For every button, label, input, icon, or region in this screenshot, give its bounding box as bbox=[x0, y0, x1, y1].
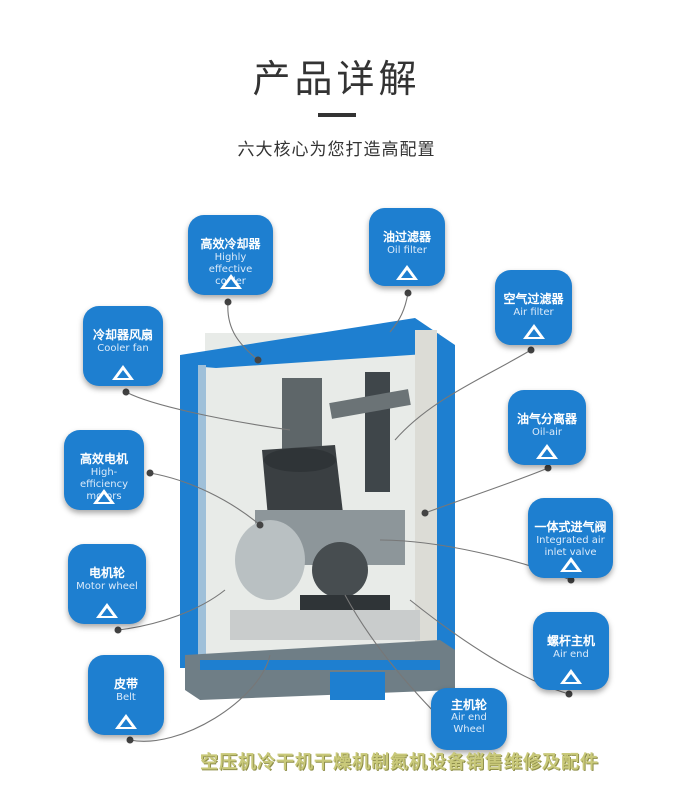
badge-air-end-zh: 螺杆主机 bbox=[546, 634, 595, 648]
badge-air-end-en: Air end bbox=[553, 649, 589, 660]
badge-inlet-valve-zh: 一体式进气阀 bbox=[534, 520, 607, 534]
oil-filter-body bbox=[365, 372, 390, 492]
leader-belt bbox=[129, 654, 271, 742]
badge-oil-filter-en: Oil filter bbox=[387, 245, 427, 256]
page-subtitle: 六大核心为您打造高配置 bbox=[237, 140, 436, 160]
badge-oil-filter: 油过滤器 Oil filter bbox=[369, 208, 445, 286]
badge-motor-zh: 高效电机 bbox=[79, 452, 128, 466]
badge-air-end: 螺杆主机 Air end bbox=[533, 612, 609, 690]
watermark-text: 空压机冷干机干燥机制氮机设备销售维修及配件 bbox=[200, 752, 599, 773]
leader-oil-filter bbox=[389, 292, 409, 333]
cabinet-right-panel bbox=[415, 330, 437, 650]
cabinet-right-post bbox=[437, 345, 455, 650]
page-title: 产品详解 bbox=[252, 57, 421, 101]
inlet-pipe bbox=[329, 389, 411, 419]
badge-oil-air-zh: 油气分离器 bbox=[516, 412, 577, 426]
title-underline bbox=[318, 113, 356, 117]
badge-cooler: 高效冷却器 Highly effective cooler bbox=[188, 215, 273, 295]
cabinet-top-frame bbox=[180, 318, 455, 368]
air-end-wheel-shape bbox=[312, 542, 368, 598]
separator-tank bbox=[282, 378, 322, 453]
badge-air-filter-en: Air filter bbox=[513, 307, 554, 318]
badge-air-filter-zh: 空气过滤器 bbox=[503, 292, 564, 306]
badge-cooler-fan: 冷却器风扇 Cooler fan bbox=[83, 306, 163, 386]
badge-air-filter: 空气过滤器 Air filter bbox=[495, 270, 572, 345]
badge-belt: 皮带 Belt bbox=[88, 655, 164, 735]
badge-inlet-valve: 一体式进气阀 Integrated air inlet valve bbox=[528, 498, 613, 578]
cabinet-left-post bbox=[180, 356, 198, 668]
cabinet-left-inner bbox=[198, 365, 206, 665]
badge-motor-wheel-zh: 电机轮 bbox=[88, 566, 125, 580]
badge-motor-wheel: 电机轮 Motor wheel bbox=[68, 544, 146, 624]
fan-ring bbox=[264, 448, 336, 472]
badge-belt-zh: 皮带 bbox=[113, 677, 138, 691]
badge-cooler-fan-en: Cooler fan bbox=[97, 343, 149, 354]
badge-air-end-wheel-en: Air end Wheel bbox=[451, 712, 487, 735]
badge-oil-air: 油气分离器 Oil-air bbox=[508, 390, 586, 465]
badge-inlet-valve-en: Integrated air inlet valve bbox=[536, 535, 605, 558]
leader-motor bbox=[149, 472, 261, 526]
badge-motor-wheel-en: Motor wheel bbox=[76, 581, 138, 592]
motor-wheel-shape bbox=[235, 520, 305, 600]
leader-air-filter bbox=[394, 349, 532, 441]
badge-cooler-zh: 高效冷却器 bbox=[200, 237, 261, 251]
cabinet-base-strip bbox=[200, 660, 440, 670]
badge-motor: 高效电机 High-efficiency motors bbox=[64, 430, 144, 510]
badge-oil-air-en: Oil-air bbox=[531, 427, 563, 438]
badge-oil-filter-zh: 油过滤器 bbox=[382, 230, 431, 244]
leader-cooler bbox=[227, 301, 259, 361]
badge-belt-en: Belt bbox=[116, 692, 136, 703]
mounting-frame bbox=[230, 610, 420, 640]
badge-cooler-fan-zh: 冷却器风扇 bbox=[92, 328, 153, 342]
cabinet-foot bbox=[330, 672, 385, 700]
leader-oil-air bbox=[424, 467, 549, 514]
badge-air-end-wheel: 主机轮 Air end Wheel bbox=[431, 688, 507, 750]
leader-cooler-fan bbox=[125, 391, 291, 431]
badge-air-end-wheel-zh: 主机轮 bbox=[450, 698, 487, 712]
leader-motor-wheel bbox=[117, 589, 226, 631]
